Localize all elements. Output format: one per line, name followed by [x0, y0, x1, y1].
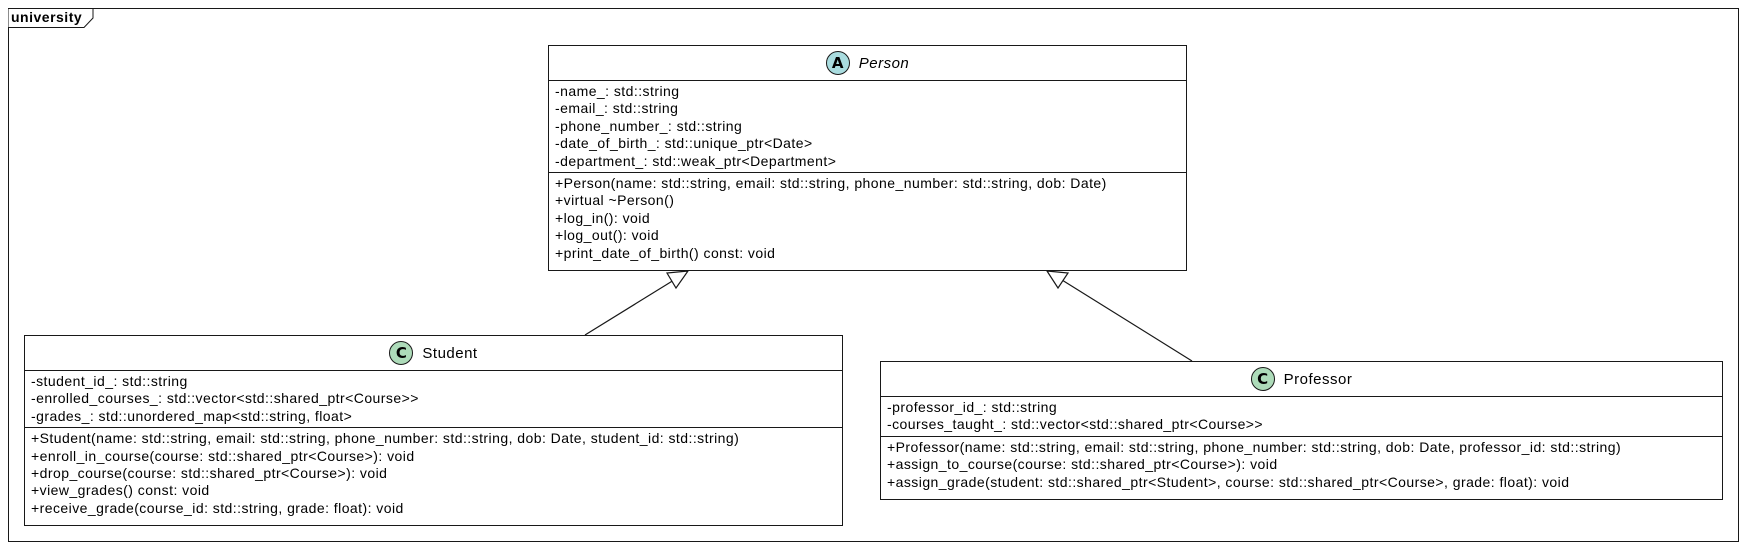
class-professor-methods: +Professor(name: std::string, email: std… [881, 437, 1722, 493]
package-frame [8, 8, 1739, 542]
attribute-row: -professor_id_: std::string [887, 399, 1058, 415]
class-professor-attributes: -professor_id_: std::string -courses_tau… [881, 397, 1722, 437]
method-row: +view_grades() const: void [31, 482, 210, 499]
method-row: +Professor(name: std::string, email: std… [887, 438, 1622, 455]
method-row: +enroll_in_course(course: std::shared_pt… [31, 447, 415, 464]
abstract-class-icon: A [825, 51, 850, 75]
attribute-row: -student_id_: std::string [31, 373, 188, 389]
method-row: +drop_course(course: std::shared_ptr<Cou… [31, 465, 388, 482]
class-student-name: Student [422, 344, 478, 362]
attribute-row: -phone_number_: std::string [555, 117, 743, 134]
class-professor[interactable]: C Professor -professor_id_: std::string … [880, 361, 1723, 500]
method-row: +receive_grade(course_id: std::string, g… [31, 499, 404, 516]
class-icon: C [389, 341, 414, 365]
class-student-attributes: -student_id_: std::string -enrolled_cour… [25, 371, 842, 429]
attribute-row: -name_: std::string [555, 83, 680, 99]
class-person[interactable]: A Person -name_: std::string -email_: st… [548, 45, 1187, 271]
method-row: +log_in(): void [555, 209, 651, 226]
class-person-methods: +Person(name: std::string, email: std::s… [549, 173, 1186, 264]
method-row: +log_out(): void [555, 227, 660, 244]
class-professor-header: C Professor [881, 362, 1722, 397]
method-row: +assign_to_course(course: std::shared_pt… [887, 456, 1278, 473]
class-icon: C [1250, 367, 1275, 391]
class-person-header: A Person [549, 46, 1186, 81]
class-person-attributes: -name_: std::string -email_: std::string… [549, 81, 1186, 174]
class-person-name: Person [858, 54, 910, 72]
student-inheritance-line [584, 279, 675, 336]
attribute-row: -enrolled_courses_: std::vector<std::sha… [31, 390, 419, 407]
attribute-row: -date_of_birth_: std::unique_ptr<Date> [555, 135, 813, 152]
class-student[interactable]: C Student -student_id_: std::string -enr… [24, 335, 843, 526]
package-tab [8, 8, 94, 28]
class-student-header: C Student [25, 336, 842, 371]
class-professor-name: Professor [1283, 370, 1353, 388]
attribute-row: -courses_taught_: std::vector<std::share… [887, 416, 1264, 433]
professor-inheritance-arrowhead [1045, 270, 1070, 290]
attribute-row: -department_: std::weak_ptr<Department> [555, 152, 837, 169]
method-row: +Person(name: std::string, email: std::s… [555, 175, 1107, 192]
method-row: +print_date_of_birth() const: void [555, 244, 776, 261]
attribute-row: -grades_: std::unordered_map<std::string… [31, 407, 353, 424]
method-row: +virtual ~Person() [555, 192, 675, 209]
class-student-methods: +Student(name: std::string, email: std::… [25, 428, 842, 519]
method-row: +Student(name: std::string, email: std::… [31, 430, 740, 447]
professor-inheritance-line [1061, 279, 1193, 362]
method-row: +assign_grade(student: std::shared_ptr<S… [887, 473, 1570, 490]
attribute-row: -email_: std::string [555, 100, 679, 117]
student-inheritance-arrowhead [665, 270, 690, 290]
package-name: university [11, 9, 83, 25]
